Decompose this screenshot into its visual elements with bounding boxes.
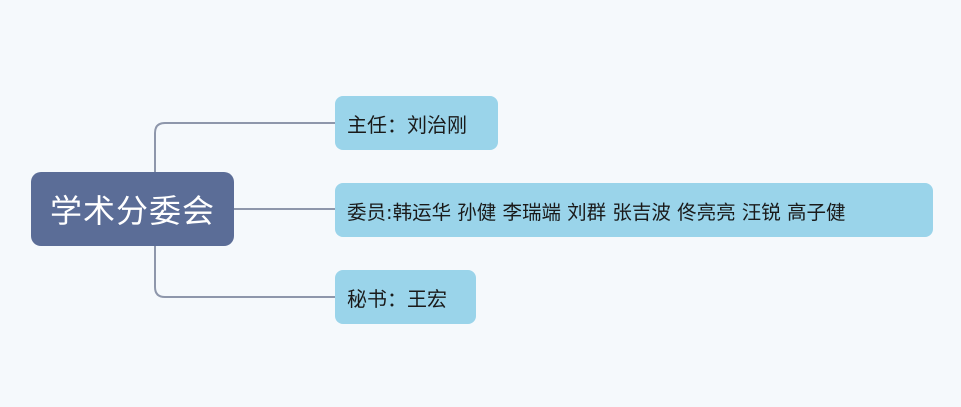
- root-node[interactable]: 学术分委会: [31, 172, 234, 246]
- branch-node-members[interactable]: 委员:韩运华 孙健 李瑞端 刘群 张吉波 佟亮亮 汪锐 高子健: [335, 183, 933, 237]
- root-node-label: 学术分委会: [49, 192, 215, 230]
- branch-node-members-label: 委员:韩运华 孙健 李瑞端 刘群 张吉波 佟亮亮 汪锐 高子健: [347, 200, 846, 224]
- connector-to-secretary: [154, 246, 335, 298]
- connector-to-director: [154, 122, 335, 172]
- branch-node-secretary[interactable]: 秘书：王宏: [335, 270, 476, 324]
- branch-node-director[interactable]: 主任：刘治刚: [335, 96, 498, 150]
- branch-node-director-label: 主任：刘治刚: [347, 112, 467, 137]
- branch-node-secretary-label: 秘书：王宏: [347, 286, 447, 311]
